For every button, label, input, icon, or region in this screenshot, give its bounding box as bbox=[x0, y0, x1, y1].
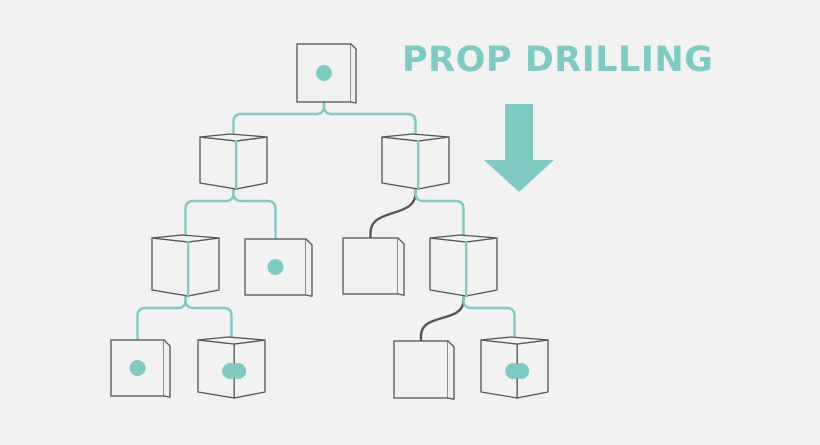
box-top-face bbox=[199, 133, 268, 142]
connector-l2-d-l3-d bbox=[462, 294, 516, 339]
connector-l1-right-l2-c bbox=[369, 187, 417, 239]
box-top-face bbox=[429, 234, 498, 243]
box-side-face bbox=[350, 43, 357, 104]
box-side-face bbox=[447, 340, 455, 400]
component-box-l3-a bbox=[110, 339, 171, 398]
arrow-down-icon bbox=[484, 104, 554, 192]
prop-dot-icon bbox=[129, 360, 146, 376]
box-right-face bbox=[417, 136, 450, 190]
prop-dot-icon bbox=[513, 363, 530, 379]
box-right-face bbox=[187, 237, 220, 297]
component-box-l2-b bbox=[244, 238, 313, 297]
box-front-face bbox=[393, 340, 449, 399]
connector-l2-a-l3-b bbox=[184, 294, 233, 339]
box-right-face bbox=[465, 237, 498, 297]
connector-root-l1-left bbox=[232, 100, 326, 136]
connector-l1-left-l2-a bbox=[184, 187, 235, 237]
connector-l2-d-l3-c bbox=[419, 294, 465, 342]
box-side-face bbox=[397, 237, 405, 296]
prop-dot-icon bbox=[230, 363, 247, 379]
connector-l2-a-l3-a bbox=[136, 294, 187, 341]
component-box-l2-c bbox=[342, 237, 405, 296]
prop-dot-icon bbox=[267, 259, 284, 275]
component-box-l2-a bbox=[151, 234, 220, 297]
box-left-face bbox=[429, 237, 467, 297]
prop-dot-icon bbox=[316, 65, 332, 81]
component-box-l2-d bbox=[429, 234, 498, 297]
box-side-face bbox=[305, 238, 313, 297]
box-left-face bbox=[199, 136, 237, 190]
component-box-l3-d bbox=[480, 336, 549, 399]
diagram-title: PROP DRILLING bbox=[402, 40, 714, 80]
connector-root-l1-right bbox=[322, 100, 417, 136]
component-box-l3-b bbox=[197, 336, 266, 399]
box-top-face bbox=[381, 133, 450, 142]
box-left-face bbox=[381, 136, 419, 190]
connector-l1-left-l2-b bbox=[232, 187, 277, 240]
box-top-face bbox=[151, 234, 220, 243]
component-box-root bbox=[296, 43, 357, 104]
component-box-l1-left bbox=[199, 133, 268, 190]
box-front-face bbox=[342, 237, 399, 295]
box-top-face bbox=[197, 336, 266, 345]
box-left-face bbox=[151, 237, 189, 297]
box-side-face bbox=[163, 339, 171, 398]
connector-l1-right-l2-d bbox=[414, 187, 465, 237]
component-box-l3-c bbox=[393, 340, 455, 400]
box-top-face bbox=[480, 336, 549, 345]
component-box-l1-right bbox=[381, 133, 450, 190]
box-right-face bbox=[235, 136, 268, 190]
